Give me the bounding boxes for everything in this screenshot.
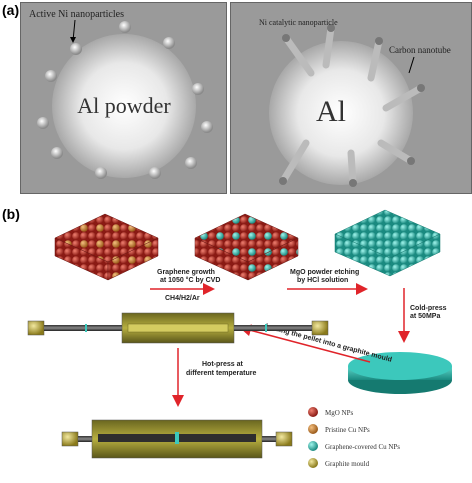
ni-annotation: Active Ni nanoparticles	[29, 9, 124, 20]
etching-text-1: MgO powder etching	[290, 269, 359, 276]
cold-press-text-1: Cold-press	[410, 305, 447, 312]
panel-b-label: (b)	[2, 206, 20, 222]
mgo-cu-powder-block	[54, 213, 159, 281]
legend-mgo-swatch	[308, 407, 318, 417]
process-diagram: Graphene growth at 1050 °C by CVD CH4/H2…	[27, 209, 452, 468]
graphene-growth-text-2: at 1050 °C by CVD	[160, 276, 220, 284]
carbon-nanotubes	[279, 24, 425, 187]
gas-text: CH4/H2/Ar	[165, 295, 200, 302]
legend-mould-label: Graphite mould	[325, 460, 370, 468]
pellet-disc	[348, 352, 452, 394]
panel-a-right: Al Ni catalytic nanoparticle Carbon nano…	[230, 2, 472, 194]
ni-catalyst-annotation: Ni catalytic nanoparticle	[259, 18, 338, 27]
legend-graphene-cu-label: Graphene-covered Cu NPs	[325, 443, 400, 451]
mould-assembly-empty	[27, 312, 329, 344]
cold-press-text-2: at 50MPa	[410, 313, 440, 320]
cnt-annotation: Carbon nanotube	[389, 45, 451, 55]
panel-a-label: (a)	[2, 2, 20, 18]
hot-press-text-1: Hot-press at	[202, 361, 244, 368]
arrow-loading	[239, 324, 371, 363]
ni-catalyst-particles	[279, 24, 425, 187]
legend-mgo-label: MgO NPs	[325, 409, 353, 417]
ni-nanoparticles	[37, 21, 213, 179]
al-powder-label: Al powder	[77, 93, 171, 118]
legend-graphene-cu-swatch	[308, 441, 318, 451]
hot-press-text-2: different temperature	[186, 370, 257, 377]
panel-a-left: Al powder Active Ni nanoparticles	[20, 2, 227, 194]
mould-assembly-pressed	[61, 419, 293, 459]
al-label: Al	[316, 95, 346, 128]
al-powder-with-ni-illustration: Al powder Active Ni nanoparticles	[29, 9, 213, 179]
legend-cu-swatch	[308, 424, 318, 434]
legend-cu-label: Pristine Cu NPs	[325, 426, 370, 434]
al-powder-sphere	[52, 34, 196, 178]
graphene-cu-block	[334, 209, 441, 277]
etching-text-2: by HCl solution	[297, 277, 348, 284]
graphene-growth-text-1: Graphene growth	[157, 269, 215, 276]
legend-mould-swatch	[308, 458, 318, 468]
al-with-cnt-illustration: Al Ni catalytic nanoparticle Carbon nano…	[259, 18, 451, 187]
graphene-cu-mgo-block	[194, 213, 299, 281]
legend: MgO NPs Pristine Cu NPs Graphene-covered…	[308, 407, 400, 468]
